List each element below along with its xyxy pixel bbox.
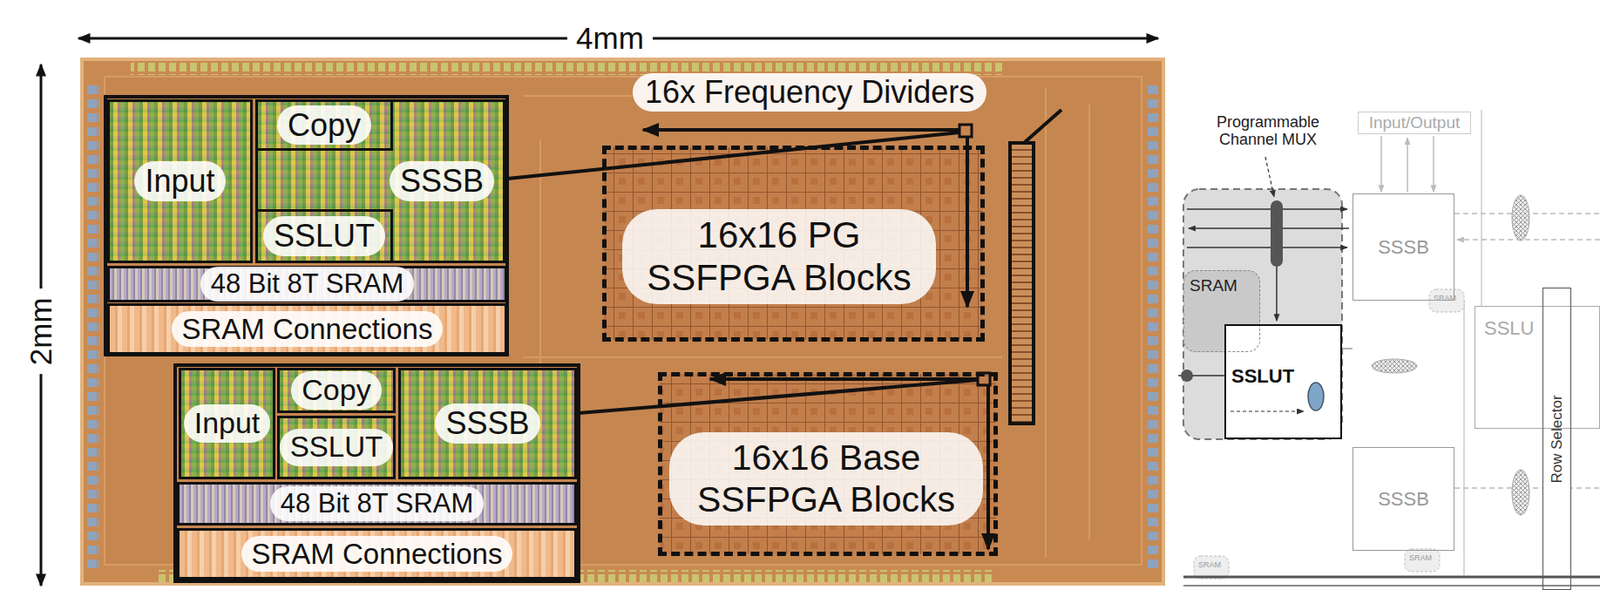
sram-band: 48 Bit 8T SRAM — [107, 265, 508, 303]
sssb-block: SSSB — [398, 367, 577, 480]
pg-array-region: 16x16 PG SSFPGA Blocks — [602, 145, 985, 342]
sram-connections-band: SRAM Connections — [107, 303, 508, 355]
sram-region: SRAM — [1183, 270, 1261, 353]
row-selector: Row Selector — [1542, 287, 1572, 590]
block-label: SSSB — [389, 161, 495, 201]
block-label: 16x16 Base SSFPGA Blocks — [669, 432, 984, 525]
block-label: Copy — [291, 371, 381, 409]
sssb-box: SSSB — [1352, 193, 1455, 301]
sram-band: 48 Bit 8T SRAM — [176, 481, 577, 526]
block-label: SRAM Connections — [171, 311, 444, 348]
block-label: SSLUT — [1231, 365, 1295, 387]
input-block: Input — [107, 99, 253, 264]
copy-block: Copy — [255, 99, 394, 151]
sslut-block: SSLUT — [277, 415, 396, 480]
block-label: SSSB — [434, 403, 540, 443]
sslut-box: SSLUT — [1224, 324, 1343, 440]
block-label: Row Selector — [1548, 394, 1567, 483]
block-label: Input — [134, 161, 225, 201]
input-block: Input — [178, 367, 276, 480]
annotation: Programmable Channel MUX — [1193, 114, 1343, 150]
block-label: SSLU — [1484, 317, 1534, 339]
tiny-label: SRAM — [1409, 554, 1432, 563]
block-label: Input — [183, 404, 272, 442]
sslut-box: SSLU — [1474, 305, 1600, 429]
io-box: Input/Output — [1357, 111, 1472, 135]
block-label: SSSB — [1377, 236, 1430, 258]
block-label: SSSB — [1377, 488, 1430, 510]
sslut-block: SSLUT — [255, 209, 394, 264]
block-label: Input/Output — [1369, 113, 1461, 133]
block-label: SSLUT — [263, 216, 386, 256]
dimension: 4mm — [567, 21, 653, 56]
sssb-box: SSSB — [1352, 447, 1455, 551]
copy-block: Copy — [277, 367, 396, 414]
block-label: SRAM Connections — [241, 535, 514, 573]
dimension: 2mm — [24, 288, 59, 374]
block-label: 48 Bit 8T SRAM — [200, 266, 415, 302]
sram-connections-band: SRAM Connections — [176, 528, 577, 580]
block-label: 16x16 PG SSFPGA Blocks — [622, 209, 936, 305]
callout-label: 16x Frequency Dividers — [632, 73, 987, 112]
tiny-label: SRAM — [1433, 294, 1457, 304]
tiny-label: SRAM — [1198, 561, 1221, 570]
block-label: SSLUT — [279, 428, 394, 466]
base-array-region: 16x16 Base SSFPGA Blocks — [657, 372, 998, 556]
block-label: 48 Bit 8T SRAM — [270, 486, 485, 522]
block-label: SRAM — [1189, 276, 1238, 296]
block-label: Copy — [277, 105, 372, 145]
